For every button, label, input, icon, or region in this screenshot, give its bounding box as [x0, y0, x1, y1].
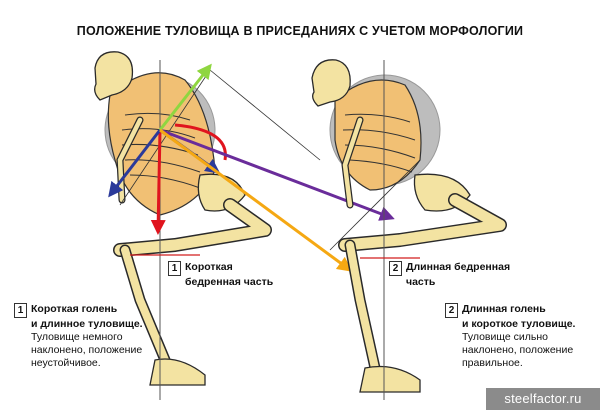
figure-2-caption-head-line2: и короткое туловище.	[462, 318, 576, 330]
figure-1-thigh-label-line2: бедренная часть	[185, 276, 274, 288]
site-watermark: steelfactor.ru	[486, 388, 600, 410]
figure-2-number-badge: 2	[389, 261, 402, 276]
arrow-green	[158, 63, 212, 131]
arrow-purple	[159, 128, 395, 221]
figure-1-caption-head-line1: Короткая голень	[31, 303, 118, 315]
skull-1	[94, 51, 134, 101]
figure-2-skeleton	[311, 59, 507, 400]
figure-1-thigh-label: 1 Короткая бедренная часть	[168, 261, 273, 289]
figure-2-thigh-label: 2 Длинная бедренная часть	[389, 261, 510, 289]
arrow-blue-left	[108, 129, 162, 198]
figure-1-skeleton	[94, 51, 321, 400]
figure-1-caption-line1: Туловище немного	[31, 331, 123, 343]
skull-2	[311, 59, 351, 107]
figure-1-caption-line3: неустойчивое.	[31, 357, 101, 369]
arrow-red	[150, 129, 166, 235]
figure-2-caption-head-line1: Длинная голень	[462, 303, 546, 315]
figure-2-thigh-label-line1: Длинная бедренная	[406, 261, 511, 273]
figure-1-number-badge: 1	[168, 261, 181, 276]
arrow-orange	[159, 128, 353, 272]
figure-1-caption-number: 1	[14, 303, 27, 318]
figure-2-caption-line3: правильное.	[462, 357, 523, 369]
figure-1-caption: 1 Короткая голень и длинное туловище. Тул…	[14, 303, 143, 370]
diagram-title: ПОЛОЖЕНИЕ ТУЛОВИЩА В ПРИСЕДАНИЯХ С УЧЕТО…	[76, 24, 524, 38]
figure-2-caption-number: 2	[445, 303, 458, 318]
force-arrows	[108, 63, 395, 272]
figure-2-caption-line1: Туловище сильно	[462, 331, 548, 343]
figure-2-caption: 2 Длинная голень и короткое туловище. Тул…	[445, 303, 575, 370]
figure-1-thigh-label-line1: Короткая	[185, 261, 233, 273]
figure-1-caption-line2: наклонено, положение	[31, 344, 143, 356]
figure-2-thigh-label-line2: часть	[406, 276, 436, 288]
figure-2-caption-line2: наклонено, положение	[462, 344, 574, 356]
figure-1-caption-head-line2: и длинное туловище.	[31, 318, 143, 330]
